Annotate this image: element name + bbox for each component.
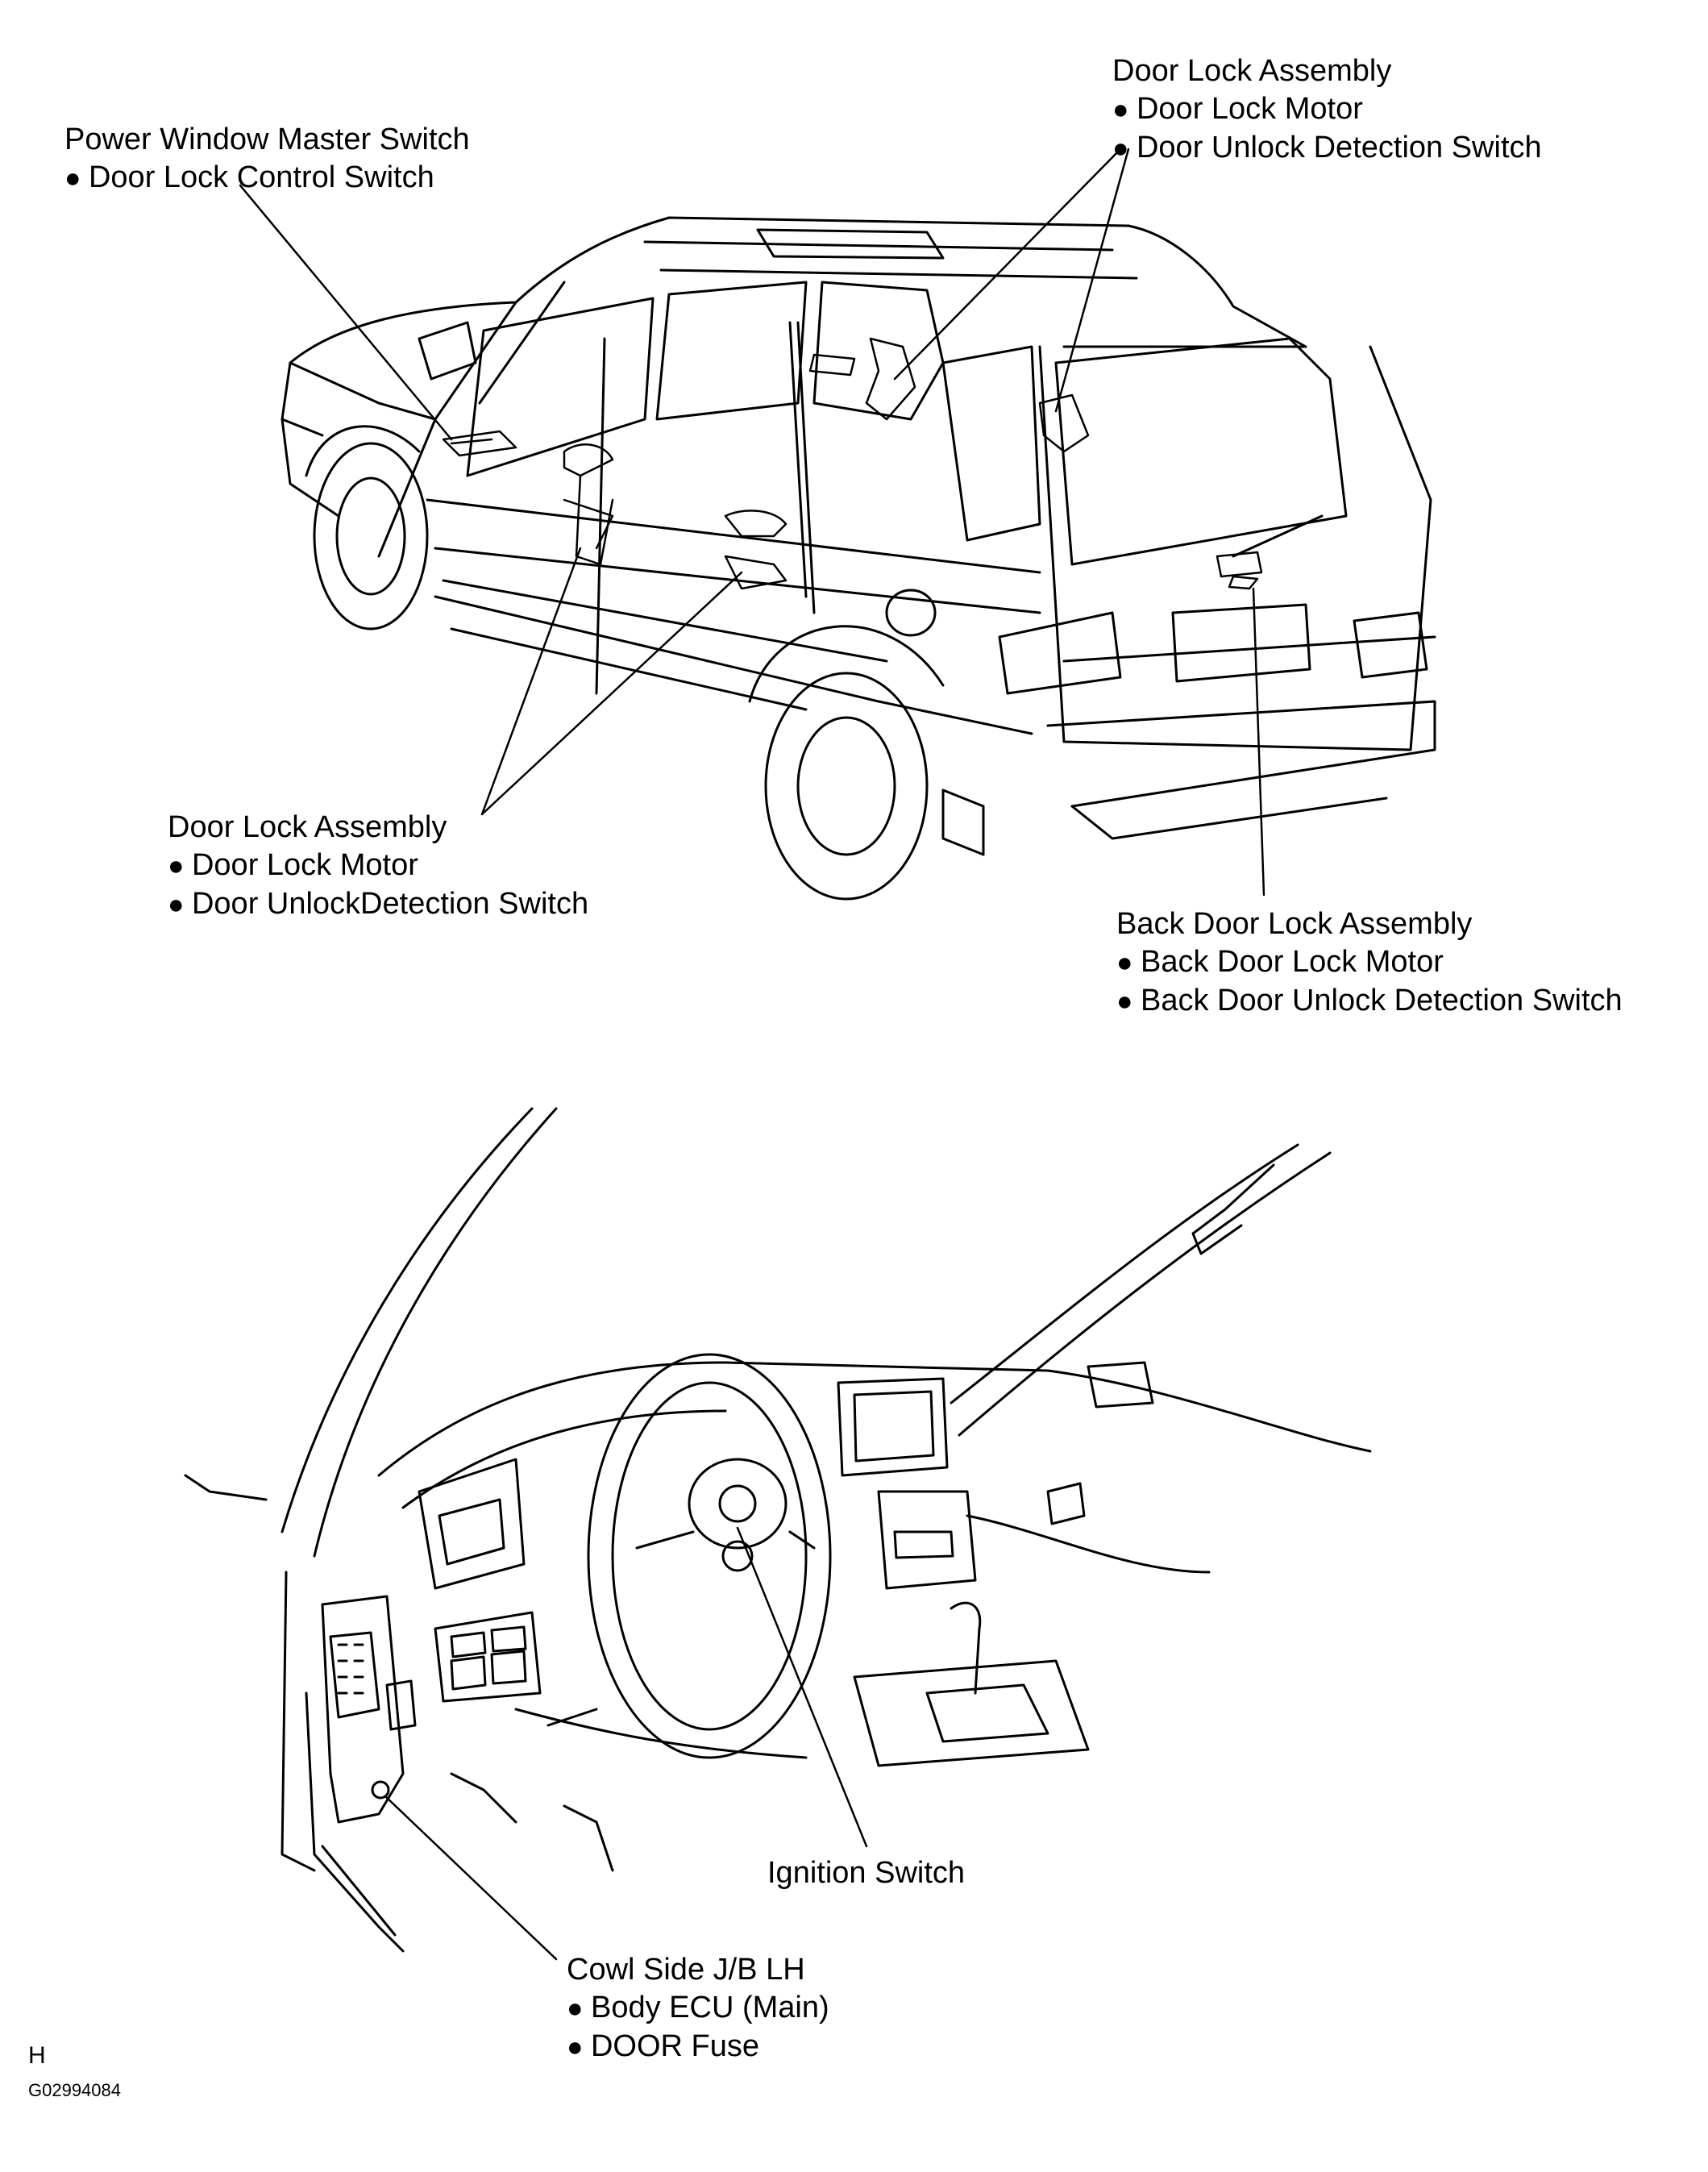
callout-item: Door Lock Control Switch — [64, 159, 470, 198]
callout-title: Door Lock Assembly — [1112, 54, 1392, 88]
dashboard-interior — [184, 1107, 1372, 1953]
callout-item: Door Lock Motor — [1112, 90, 1542, 129]
callout-title: Cowl Side J/B LH — [567, 1953, 805, 1987]
callout-item: Door Unlock Detection Switch — [1112, 129, 1542, 168]
callout-item: Back Door Lock Motor — [1116, 943, 1623, 982]
vehicle-body — [281, 216, 1436, 901]
footer-letter: H — [28, 2042, 46, 2069]
callout-cowl-side-jb: Cowl Side J/B LH Body ECU (Main) DOOR Fu… — [567, 1951, 829, 2066]
door-lock-parts — [442, 337, 1263, 590]
callout-item: Door UnlockDetection Switch — [168, 885, 588, 924]
leader-lines-top — [239, 148, 1265, 897]
callout-title: Door Lock Assembly — [168, 810, 447, 844]
callout-title: Power Window Master Switch — [64, 123, 470, 156]
callout-item: DOOR Fuse — [567, 2028, 829, 2066]
figure-code: G02994084 — [28, 2080, 121, 2100]
callout-title: Ignition Switch — [767, 1856, 966, 1890]
callout-door-lock-assembly-rear: Door Lock Assembly Door Lock Motor Door … — [1112, 52, 1542, 168]
callout-ignition-switch: Ignition Switch — [767, 1854, 965, 1892]
callout-title: Back Door Lock Assembly — [1116, 907, 1473, 941]
leader-lines-bottom — [384, 1526, 868, 1961]
callout-item: Body ECU (Main) — [567, 1989, 829, 2028]
callout-door-lock-assembly-front: Door Lock Assembly Door Lock Motor Door … — [168, 809, 588, 924]
callout-item: Door Lock Motor — [168, 847, 588, 885]
callout-item: Back Door Unlock Detection Switch — [1116, 982, 1623, 1021]
callout-back-door-lock-assembly: Back Door Lock Assembly Back Door Lock M… — [1116, 905, 1623, 1021]
callout-power-window-master-switch: Power Window Master Switch Door Lock Con… — [64, 121, 470, 198]
